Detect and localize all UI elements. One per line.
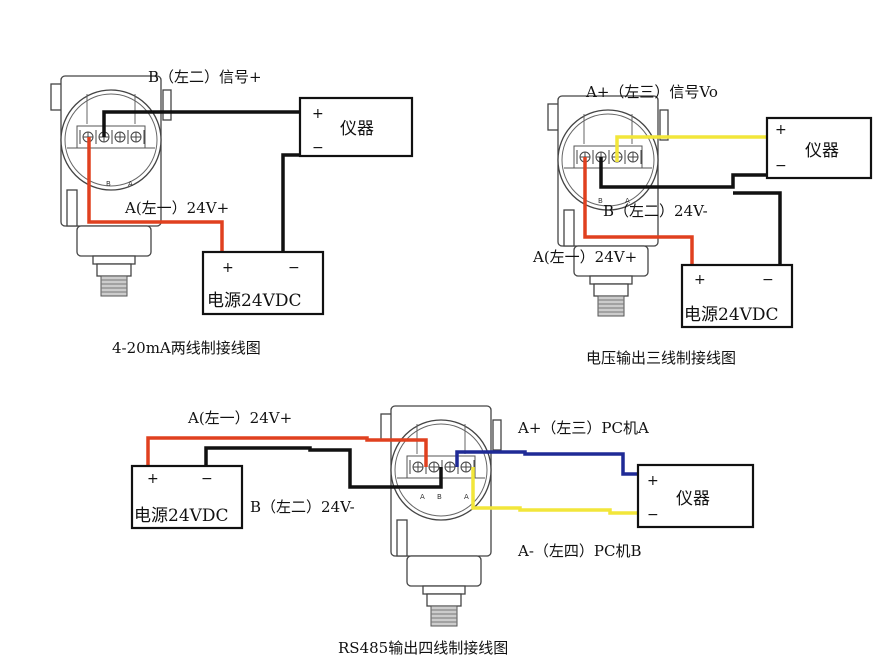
label-b-signal: B（左二）信号+ bbox=[148, 68, 262, 86]
red-wire-24v bbox=[583, 157, 694, 265]
instrument-box bbox=[298, 96, 414, 158]
diagram-rs485-4wire: A B A + − 电源24VDC + − 仪器 A(左一）24V+ B（左二）… bbox=[130, 405, 755, 657]
label-a-24v: A(左一）24V+ bbox=[124, 199, 229, 217]
instrument-box bbox=[636, 463, 755, 529]
blue-wire-pc-a bbox=[455, 450, 638, 476]
label-b-24v-minus: B（左二）24V- bbox=[603, 202, 708, 220]
power-minus: − bbox=[288, 260, 300, 276]
terminal-mark-b: B bbox=[437, 493, 442, 501]
power-label: 电源24VDC bbox=[207, 291, 302, 311]
terminal-mark-a: A bbox=[420, 493, 425, 501]
red-wire-24v bbox=[87, 137, 224, 252]
yellow-wire-signal bbox=[615, 135, 767, 162]
instrument-plus: + bbox=[647, 473, 659, 489]
label-b-24v-minus: B（左二）24V- bbox=[250, 498, 355, 516]
terminal-mark-b: B bbox=[598, 197, 603, 205]
terminal-mark-a2: A bbox=[464, 493, 469, 501]
diagram-voltage-3wire: B A + − 仪器 + − 电源24VDC A+（左三）信号Vo B（左二）2… bbox=[532, 83, 873, 367]
terminal-mark-a: A bbox=[128, 180, 133, 188]
black-wire-minus bbox=[599, 157, 767, 189]
power-label: 电源24VDC bbox=[684, 305, 779, 325]
black-wire-signal bbox=[102, 110, 300, 137]
power-minus: − bbox=[762, 272, 774, 288]
black-wire-minus bbox=[281, 153, 300, 252]
label-a-plus-pc-a: A+（左三）PC机A bbox=[517, 419, 649, 437]
instrument-plus: + bbox=[312, 106, 324, 122]
transmitter-body bbox=[50, 75, 172, 297]
diagram-title: 电压输出三线制接线图 bbox=[586, 349, 736, 367]
label-a-minus-pc-b: A-（左四）PC机B bbox=[517, 542, 642, 560]
black-wire-24v-minus bbox=[204, 446, 443, 489]
label-a-24v: A(左一）24V+ bbox=[187, 409, 292, 427]
terminal-mark-a: A bbox=[625, 197, 630, 205]
power-plus: + bbox=[222, 260, 234, 276]
power-plus: + bbox=[694, 272, 706, 288]
instrument-label: 仪器 bbox=[676, 489, 710, 509]
power-label: 电源24VDC bbox=[134, 506, 229, 526]
power-plus: + bbox=[147, 471, 159, 487]
power-minus: − bbox=[201, 471, 213, 487]
instrument-minus: − bbox=[647, 507, 659, 523]
yellow-wire-pc-b bbox=[471, 467, 638, 515]
power-box bbox=[130, 464, 244, 530]
power-box bbox=[201, 250, 325, 316]
terminal-mark-b: B bbox=[106, 180, 111, 188]
instrument-plus: + bbox=[775, 122, 787, 138]
red-wire-24v bbox=[146, 436, 428, 467]
label-a-24v: A(左一）24V+ bbox=[532, 248, 637, 266]
instrument-box bbox=[765, 116, 873, 180]
diagram-4-20ma: B A + − 仪器 + − 电源24VDC B（左二）信号+ A(左一）24V… bbox=[50, 68, 414, 357]
diagram-title: 4-20mA两线制接线图 bbox=[112, 339, 261, 357]
instrument-minus: − bbox=[775, 158, 787, 174]
instrument-label: 仪器 bbox=[805, 141, 839, 161]
diagram-title: RS485输出四线制接线图 bbox=[338, 639, 508, 657]
power-box bbox=[680, 263, 794, 329]
label-a-plus-signal: A+（左三）信号Vo bbox=[585, 83, 718, 101]
black-wire-power-minus bbox=[733, 191, 782, 265]
instrument-label: 仪器 bbox=[340, 119, 374, 139]
instrument-minus: − bbox=[312, 140, 324, 156]
